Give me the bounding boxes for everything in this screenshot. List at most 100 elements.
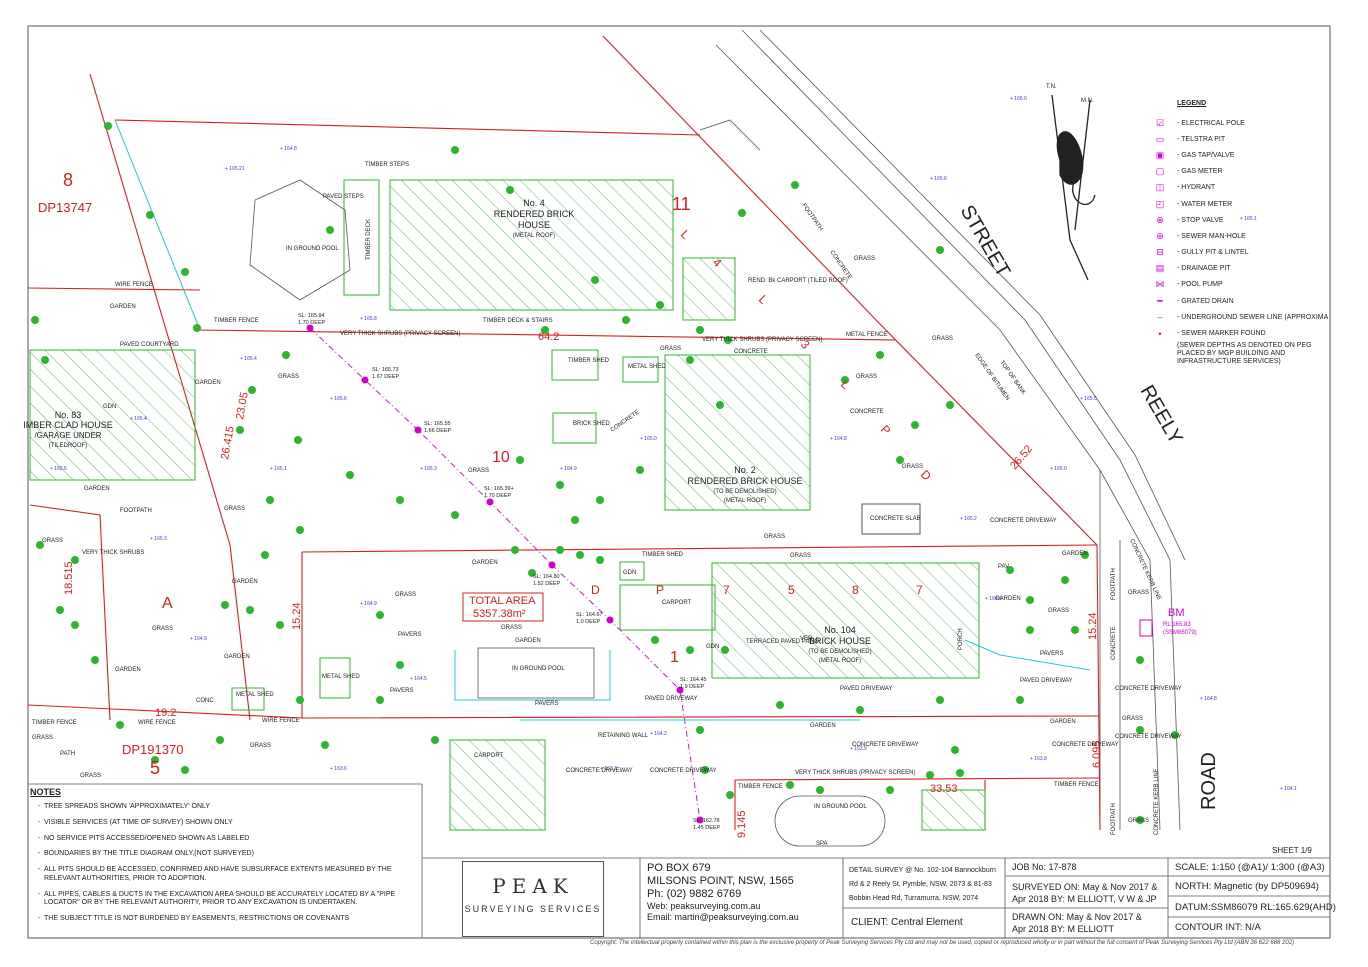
svg-text:L: L: [678, 227, 693, 242]
notes-title: NOTES: [30, 787, 62, 797]
svg-text:GARDEN: GARDEN: [515, 638, 541, 644]
legend-row: •- SEWER MARKER FOUND: [1150, 325, 1330, 341]
svg-text:METAL SHED: METAL SHED: [236, 692, 274, 698]
buildings: [29, 179, 986, 831]
svg-text:5: 5: [788, 583, 795, 597]
legend-row: ▭- TELSTRA PIT: [1150, 131, 1330, 147]
svg-text:1.52 DEEP: 1.52 DEEP: [533, 581, 561, 587]
svg-text:TOTAL AREA: TOTAL AREA: [469, 595, 536, 607]
legend-row: ▢- GAS METER: [1150, 164, 1330, 180]
svg-text:SPA: SPA: [816, 841, 828, 847]
svg-text:CONCRETE DRIVEWAY: CONCRETE DRIVEWAY: [1115, 686, 1182, 692]
svg-text:PAVERS: PAVERS: [398, 632, 421, 638]
svg-text:(METAL ROOF): (METAL ROOF): [513, 233, 555, 239]
gas-meter-icon: ▢: [1155, 166, 1165, 177]
street-label: STREET: [956, 202, 1015, 281]
svg-text:No. 4: No. 4: [523, 198, 545, 208]
svg-text:(SSM86079): (SSM86079): [1163, 630, 1197, 636]
svg-text:1.70 DEEP: 1.70 DEEP: [484, 493, 512, 499]
svg-text:CARPORT: CARPORT: [662, 600, 692, 606]
lot-8: 8: [63, 170, 73, 190]
svg-text:CONCRETE: CONCRETE: [610, 409, 641, 433]
svg-text:FOOTPATH: FOOTPATH: [1111, 568, 1117, 600]
svg-text:GARDEN: GARDEN: [810, 723, 836, 729]
svg-text:GRASS: GRASS: [278, 374, 299, 380]
hydrant-icon: ◫: [1155, 182, 1165, 193]
svg-text:CONCRETE DRIVEWAY: CONCRETE DRIVEWAY: [650, 768, 717, 774]
svg-text:SL: 164.67: SL: 164.67: [576, 612, 603, 618]
dp-5: DP191370: [122, 742, 183, 757]
svg-text:GARDEN: GARDEN: [110, 304, 136, 310]
legend-row: ▤- DRAINAGE PIT: [1150, 261, 1330, 277]
sheds: [231, 179, 921, 711]
svg-text:GARDEN: GARDEN: [115, 667, 141, 673]
lot-a: A: [162, 595, 173, 612]
gas-tap-icon: ▣: [1155, 149, 1165, 160]
legend-row: ⊕- SEWER MAN-HOLE: [1150, 228, 1330, 244]
svg-text:TERRACED PAVED PATIO: TERRACED PAVED PATIO: [746, 639, 819, 645]
svg-text:7: 7: [723, 583, 730, 597]
svg-text:+ 165.6: + 165.6: [330, 396, 347, 402]
svg-text:1.67 DEEP: 1.67 DEEP: [372, 374, 400, 380]
svg-text:/GARAGE UNDER: /GARAGE UNDER: [34, 431, 101, 440]
svg-text:GARDEN: GARDEN: [224, 654, 250, 660]
svg-text:PATH: PATH: [60, 751, 75, 757]
dimension: 9.145: [736, 810, 748, 838]
svg-text:PAVED DRIVEWAY: PAVED DRIVEWAY: [645, 696, 697, 702]
road-edges: [699, 29, 1186, 831]
svg-text:GRASS: GRASS: [1122, 716, 1143, 722]
svg-text:1.0 DEEP: 1.0 DEEP: [576, 619, 600, 625]
svg-text:RL:165.83: RL:165.83: [1163, 622, 1191, 628]
svg-text:SL: 165.73: SL: 165.73: [372, 367, 399, 373]
svg-text:+ 164.8: + 164.8: [830, 436, 847, 442]
survey-detail: DETAIL SURVEY @ No. 102-104 Bannockburn …: [849, 867, 996, 902]
pool-pump-icon: ⋈: [1155, 279, 1165, 290]
svg-text:GRASS: GRASS: [1128, 590, 1149, 596]
sewer-notes: SL: 165.941.70 DEEP SL: 165.731.67 DEEP …: [298, 313, 721, 831]
carport-rend: [682, 257, 736, 321]
dimension: 23.05: [234, 391, 251, 420]
svg-text:GRASS: GRASS: [764, 534, 785, 540]
svg-text:+ 165.8: + 165.8: [360, 316, 377, 322]
stop-valve-icon: ⊗: [1156, 214, 1164, 225]
svg-text:IN GROUND POOL: IN GROUND POOL: [512, 666, 565, 672]
electrical-pole-icon: ☑: [1155, 117, 1165, 128]
svg-text:GRASS: GRASS: [856, 374, 877, 380]
svg-text:TIMBER STEPS: TIMBER STEPS: [365, 162, 409, 168]
svg-text:(METAL ROOF): (METAL ROOF): [724, 498, 766, 504]
svg-text:IN GROUND POOL: IN GROUND POOL: [286, 246, 339, 252]
svg-text:BM: BM: [1168, 607, 1185, 619]
svg-text:(TO BE DEMOLISHED): (TO BE DEMOLISHED): [713, 489, 776, 495]
svg-text:+ 163.8: + 163.8: [1030, 756, 1047, 762]
dimension: 64.2: [538, 331, 559, 343]
notes-list: TREE SPREADS SHOWN 'APPROXIMATELY' ONLY …: [30, 803, 422, 924]
svg-text:IN GROUND POOL: IN GROUND POOL: [814, 804, 867, 810]
svg-text:TIMBER DECK & STAIRS: TIMBER DECK & STAIRS: [483, 318, 553, 324]
svg-text:CONCRETE DRIVEWAY: CONCRETE DRIVEWAY: [566, 768, 633, 774]
contour-interval: CONTOUR INT: N/A: [1175, 922, 1261, 933]
svg-text:+ 165.0: + 165.0: [640, 436, 657, 442]
reely-label: REELY: [1136, 382, 1187, 449]
svg-text:GRASS: GRASS: [152, 626, 173, 632]
svg-text:METAL FENCE: METAL FENCE: [846, 332, 887, 338]
svg-text:+ 164.8: + 164.8: [1200, 696, 1217, 702]
svg-text:VERY THICK SHRUBS (PRIVACY SCR: VERY THICK SHRUBS (PRIVACY SCREEN): [795, 770, 915, 776]
svg-text:PAVED STEPS: PAVED STEPS: [323, 194, 364, 200]
north-info: NORTH: Magnetic (by DP509694): [1175, 881, 1319, 892]
svg-text:+ 165.5: + 165.5: [1080, 396, 1097, 402]
svg-text:CONCRETE DRIVEWAY: CONCRETE DRIVEWAY: [1115, 734, 1182, 740]
svg-text:PAVED DRIVEWAY: PAVED DRIVEWAY: [840, 686, 892, 692]
svg-text:CONCRETE: CONCRETE: [734, 349, 768, 355]
svg-text:GRASS: GRASS: [395, 592, 416, 598]
svg-text:+ 165.2: + 165.2: [960, 516, 977, 522]
svg-text:+ 166.0: + 166.0: [1010, 96, 1027, 102]
svg-text:+ 163.9: + 163.9: [850, 746, 867, 752]
svg-text:(TO BE DEMOLISHED): (TO BE DEMOLISHED): [808, 649, 871, 655]
svg-text:IMBER CLAD HOUSE: IMBER CLAD HOUSE: [23, 420, 113, 430]
spot-levels: + 165.21+ 164.8+ 165.8 + 165.4+ 165.6+ 1…: [50, 96, 1297, 792]
lot-1: 1: [670, 649, 679, 666]
legend-sewer-note: (SEWER DEPTHS AS DENOTED ON PEG PLACED B…: [1177, 341, 1312, 366]
note-item: BOUNDARIES BY THE TITLE DIAGRAM ONLY,(NO…: [44, 850, 422, 859]
svg-text:+ 165.6: + 165.6: [930, 176, 947, 182]
pools: [249, 179, 886, 847]
